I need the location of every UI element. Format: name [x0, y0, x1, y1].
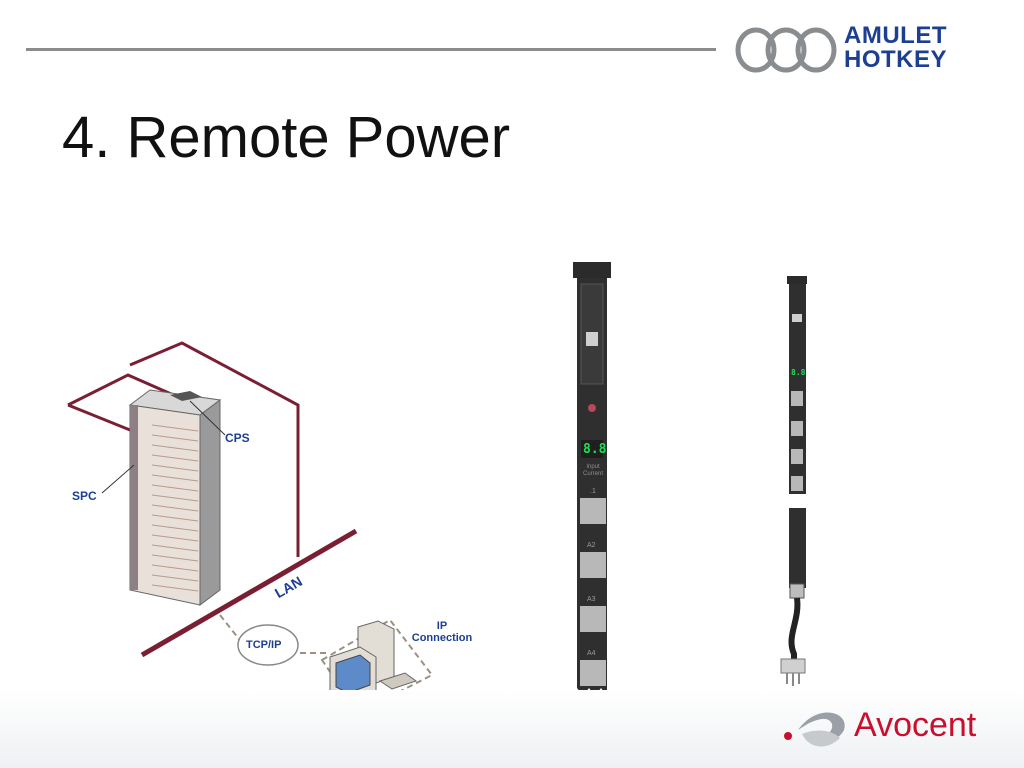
outlet-label-1: .1	[590, 488, 596, 495]
lan-cable	[140, 528, 358, 658]
cloud-icon	[237, 624, 299, 666]
pdu-status-label: Input Current	[582, 464, 603, 477]
outlet-label-3: A3	[587, 596, 596, 603]
amulet-hotkey-logo: AMULET HOTKEY	[734, 24, 1004, 80]
avocent-wordmark: Avocent	[854, 706, 977, 744]
avocent-swoosh-icon	[784, 712, 845, 747]
pdu-small-display: 8.8	[791, 368, 806, 377]
logo-line-1: AMULET	[844, 22, 947, 49]
pdu-large-photo: 8.8 Input Current .1 A2 A3 A4	[573, 262, 613, 696]
slide-title: 4. Remote Power	[62, 105, 511, 170]
pdu-display: 8.8	[583, 442, 607, 457]
avocent-logo: Avocent	[780, 700, 1010, 755]
rings-icon	[735, 27, 837, 73]
footer-band	[0, 690, 1024, 768]
remote-power-diagram: CPS SPC LAN TCP/IP IP Connection	[60, 335, 490, 715]
outlet-label-2: A2	[587, 542, 596, 549]
logo-line-2: HOTKEY	[844, 46, 948, 73]
header-rule	[26, 48, 716, 51]
spc-label: SPC	[72, 489, 97, 503]
tcpip-label: TCP/IP	[246, 639, 282, 651]
outlet-label-4: A4	[587, 650, 596, 657]
wire-cps	[129, 341, 300, 557]
server-rack	[128, 389, 222, 606]
ip-connection-label: IP Connection	[411, 620, 473, 644]
workstation-icon	[329, 620, 418, 704]
cps-label: CPS	[225, 431, 250, 445]
wire-spc	[67, 373, 179, 407]
pdu-small-photo: 8.8	[780, 276, 816, 696]
